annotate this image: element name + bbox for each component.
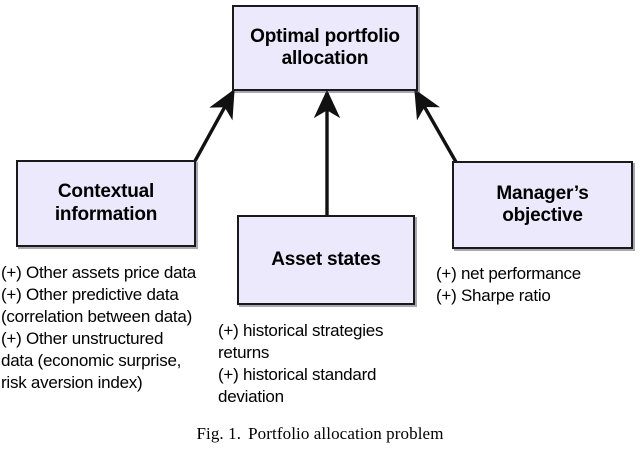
annotation-asset-states: (+) historical strategies returns (+) hi… <box>218 321 384 407</box>
annotation-managers-objective: (+) net performance (+) Sharpe ratio <box>436 264 582 306</box>
node-manager-label: Manager’s objective <box>496 182 589 226</box>
arrow-manager-to-optimal <box>414 89 458 163</box>
node-asset-label: Asset states <box>271 248 381 270</box>
figure-caption: Fig. 1. Portfolio allocation problem <box>0 424 640 444</box>
node-contextual-information: Contextual information <box>16 160 196 247</box>
node-contextual-label: Contextual information <box>54 181 158 225</box>
node-optimal-label: Optimal portfolio allocation <box>250 25 400 69</box>
node-optimal-portfolio-allocation: Optimal portfolio allocation <box>232 5 418 91</box>
node-asset-states: Asset states <box>237 215 415 305</box>
figure-caption-number: Fig. 1. <box>196 424 242 443</box>
arrow-contextual-to-optimal <box>193 89 235 162</box>
annotation-contextual-information: (+) Other assets price data (+) Other pr… <box>1 263 196 393</box>
node-managers-objective: Manager’s objective <box>452 161 633 249</box>
figure-caption-text: Portfolio allocation problem <box>248 424 444 443</box>
